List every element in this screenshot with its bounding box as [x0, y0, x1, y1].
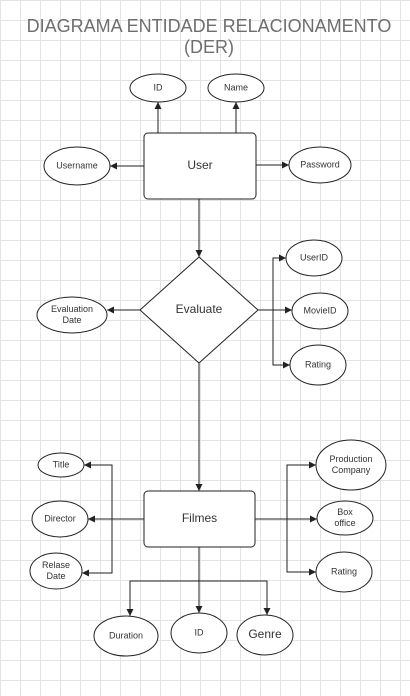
connector-filmes-to-film-genre — [198, 547, 271, 615]
entity-user: User — [143, 132, 257, 200]
attribute-eval-movieid-label: MovieID — [303, 305, 337, 315]
attribute-film-genre-ellipse — [236, 614, 294, 656]
entity-filmes-box — [143, 490, 256, 548]
attribute-film-id: ID — [170, 612, 228, 654]
attribute-film-rating-label: Rating — [331, 566, 357, 576]
attribute-user-username-label: Username — [56, 160, 98, 170]
entity-filmes: Filmes — [143, 490, 256, 548]
attribute-user-name-ellipse — [207, 73, 265, 103]
relationship-evaluate: Evaluate — [139, 256, 259, 364]
attribute-film-duration: Duration — [93, 615, 159, 657]
attribute-eval-userid: UserID — [285, 239, 343, 277]
attribute-film-title-ellipse — [37, 452, 85, 478]
attribute-film-id-ellipse — [170, 612, 228, 654]
attribute-eval-movieid-ellipse — [291, 292, 349, 330]
attribute-eval-date-label-line-2: Date — [62, 315, 81, 325]
attribute-film-duration-label: Duration — [109, 630, 143, 640]
attribute-user-name: Name — [207, 73, 265, 103]
entity-user-label: User — [187, 158, 212, 172]
attribute-user-username: Username — [43, 146, 111, 186]
attribute-film-title: Title — [37, 452, 85, 478]
attribute-film-boxoffice-label-line-1: Box — [337, 507, 353, 517]
diagram-title-line-2: (DER) — [184, 37, 234, 57]
attribute-eval-rating-label: Rating — [305, 359, 331, 369]
attribute-film-rating-ellipse — [315, 551, 373, 593]
connector-filmes-to-film-rating — [255, 518, 316, 576]
attribute-film-release-label-line-1: Relase — [42, 560, 70, 570]
attribute-eval-userid-label: UserID — [300, 252, 329, 262]
attribute-film-rating: Rating — [315, 551, 373, 593]
attribute-eval-rating: Rating — [289, 344, 347, 386]
attribute-film-production-label-line-1: Production — [329, 454, 372, 464]
attribute-film-id-label: ID — [195, 627, 205, 637]
attribute-user-id: ID — [129, 73, 187, 103]
entity-user-box — [143, 132, 257, 200]
attribute-film-duration-ellipse — [93, 615, 159, 657]
diagram-title-line-1: DIAGRAMA ENTIDADE RELACIONAMENTO — [26, 16, 392, 36]
attribute-user-id-ellipse — [129, 73, 187, 103]
attribute-film-boxoffice-label-line-2: office — [334, 518, 355, 528]
attribute-film-genre: Genre — [236, 614, 294, 656]
attribute-film-production-label-line-2: Company — [332, 465, 371, 475]
connector-evaluate-to-eval-rating — [258, 309, 290, 369]
attribute-user-username-ellipse — [43, 146, 111, 186]
attribute-eval-date-ellipse — [36, 296, 108, 334]
attribute-film-release-ellipse — [29, 552, 83, 590]
attribute-eval-userid-ellipse — [285, 239, 343, 277]
attribute-eval-rating-ellipse — [289, 344, 347, 386]
attribute-user-name-label: Name — [224, 82, 248, 92]
attribute-user-password: Password — [288, 146, 352, 184]
attribute-film-release-label-line-2: Date — [46, 571, 65, 581]
connector-filmes-to-film-title — [84, 461, 144, 520]
attribute-film-director-label: Director — [44, 513, 76, 523]
relationship-evaluate-diamond — [139, 256, 259, 364]
diagram-title: DIAGRAMA ENTIDADE RELACIONAMENTO (DER) — [0, 16, 410, 58]
attribute-eval-movieid: MovieID — [291, 292, 349, 330]
attribute-film-director-ellipse — [31, 500, 89, 538]
attribute-eval-date-label-line-1: Evaluation — [51, 304, 93, 314]
attribute-user-id-label: ID — [154, 82, 164, 92]
connector-filmes-to-film-release — [82, 518, 144, 577]
connections-layer — [82, 102, 317, 616]
attribute-film-director: Director — [31, 500, 89, 538]
attribute-film-genre-label: Genre — [248, 627, 282, 641]
relationship-evaluate-label: Evaluate — [176, 302, 223, 316]
connector-evaluate-to-eval-userid — [258, 254, 286, 311]
attribute-film-boxoffice-ellipse — [316, 500, 374, 536]
attribute-film-production-ellipse — [315, 439, 387, 491]
attribute-user-password-ellipse — [288, 146, 352, 184]
attribute-user-password-label: Password — [300, 159, 340, 169]
entity-filmes-label: Filmes — [182, 511, 217, 525]
connector-filmes-to-film-production — [255, 461, 316, 520]
attribute-film-title-label: Title — [53, 459, 70, 469]
connector-filmes-to-film-duration — [126, 547, 200, 616]
